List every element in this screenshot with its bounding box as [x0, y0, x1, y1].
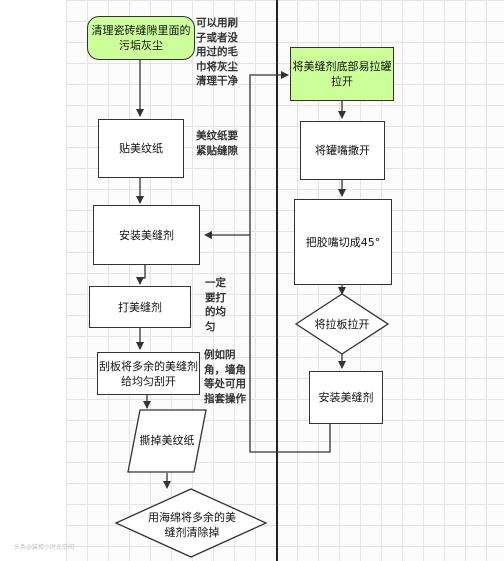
- arrow-to-right-start: [249, 71, 289, 235]
- note-apply-evenly: 一定要打的均匀: [205, 277, 226, 333]
- watermark: 头条@装修小时光空间: [14, 544, 75, 551]
- step-scrape-excess: 刮板将多余的美缝剂给均匀刮开: [97, 352, 200, 395]
- step-apply-tape: 贴美纹纸: [98, 119, 184, 178]
- right-decision-label: 将拉板拉开: [314, 318, 370, 331]
- note-tape-tight: 美纹纸要紧贴缝隙: [196, 130, 238, 157]
- arrow-right-to-left-install: [204, 231, 331, 453]
- note-corner-tip: 例如阴角，墙角等处可用指套操作: [204, 349, 246, 405]
- right-step-open-nozzle: 将罐嘴撒开: [300, 121, 385, 180]
- right-step-install: 安装美缝剂: [309, 371, 383, 424]
- arrow-step2-to-step3: [136, 265, 146, 285]
- step-scrape-excess-label: 刮板将多余的美缝剂给均匀刮开: [99, 359, 198, 388]
- clean-sponge-label: 用海绵将多余的美缝剂清除掉: [148, 511, 236, 539]
- parallelogram-remove-tape: [127, 409, 207, 473]
- right-step-cut-nozzle-label: 把胶嘴切成45°: [305, 235, 381, 249]
- step-apply-tape-label: 贴美纹纸: [119, 142, 163, 155]
- step-apply-sealant-label: 打美缝剂: [118, 300, 162, 314]
- diamond-clean-sponge: [114, 488, 268, 558]
- remove-tape-label: 撕掉美纹纸: [139, 434, 195, 447]
- right-start-open-can: 将美缝剂底部易拉罐拉开: [290, 47, 394, 101]
- diamond-pull-scraper: [294, 293, 390, 355]
- right-step-cut-nozzle: 把胶嘴切成45°: [294, 199, 392, 285]
- step-install-sealant: 安装美缝剂: [93, 205, 200, 265]
- start-clean-gaps: 清理瓷砖缝隙里面的污垢灰尘: [87, 16, 195, 60]
- step-install-sealant-label: 安装美缝剂: [119, 228, 174, 242]
- start-clean-gaps-label: 清理瓷砖缝隙里面的污垢灰尘: [91, 24, 191, 52]
- right-start-open-can-label: 将美缝剂底部易拉罐拉开: [292, 60, 392, 88]
- right-step-install-label: 安装美缝剂: [318, 391, 374, 404]
- right-step-open-nozzle-label: 将罐嘴撒开: [315, 144, 370, 157]
- step-apply-sealant: 打美缝剂: [89, 286, 191, 328]
- note-clean-tools: 可以用刷子或者没用过的毛巾将灰尘清理干净: [196, 17, 238, 87]
